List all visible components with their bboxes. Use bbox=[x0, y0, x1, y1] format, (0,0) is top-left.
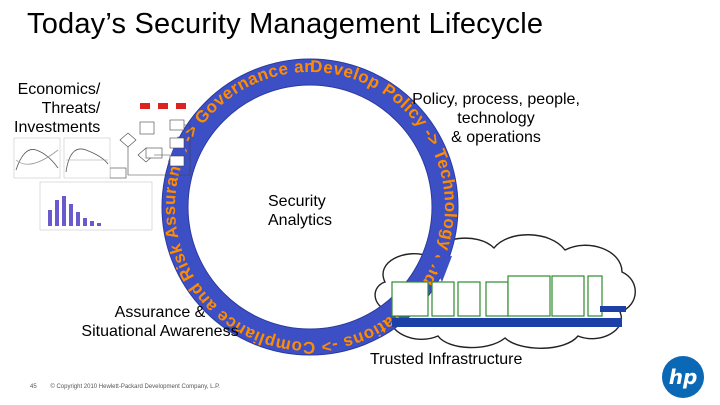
economics-line-2: Threats/ bbox=[41, 100, 101, 117]
analytics-label: Security Analytics bbox=[268, 192, 332, 230]
hp-logo-text: hp bbox=[668, 365, 698, 389]
line-chart-thumbnails bbox=[13, 137, 111, 179]
assurance-line-1: Assurance & bbox=[114, 304, 206, 321]
page-number: 45 bbox=[30, 384, 37, 390]
trusted-infrastructure-label: Trusted Infrastructure bbox=[370, 351, 523, 368]
policy-line-1: Policy, process, people, bbox=[412, 91, 580, 108]
economics-label: Economics/ Threats/ Investments bbox=[14, 80, 100, 137]
bar-chart-thumbnail bbox=[39, 181, 153, 231]
copyright-text: © Copyright 2010 Hewlett-Packard Develop… bbox=[50, 384, 220, 390]
flowchart-thumbnail bbox=[109, 103, 191, 179]
assurance-label: Assurance & Situational Awareness bbox=[70, 303, 250, 341]
infrastructure-boxes bbox=[391, 275, 626, 327]
policy-line-2: technology bbox=[457, 110, 535, 127]
analytics-line-2: Analytics bbox=[268, 212, 333, 229]
slide-title: Today’s Security Management Lifecycle bbox=[27, 8, 544, 40]
economics-line-1: Economics/ bbox=[17, 81, 101, 98]
economics-line-3: Investments bbox=[14, 119, 101, 136]
policy-label: Policy, process, people, technology & op… bbox=[396, 90, 596, 147]
policy-line-3: & operations bbox=[451, 129, 541, 146]
footer: 45 © Copyright 2010 Hewlett-Packard Deve… bbox=[30, 384, 220, 390]
assurance-line-2: Situational Awareness bbox=[81, 323, 239, 340]
analytics-line-1: Security bbox=[268, 193, 326, 210]
hp-logo: hp bbox=[662, 356, 704, 398]
